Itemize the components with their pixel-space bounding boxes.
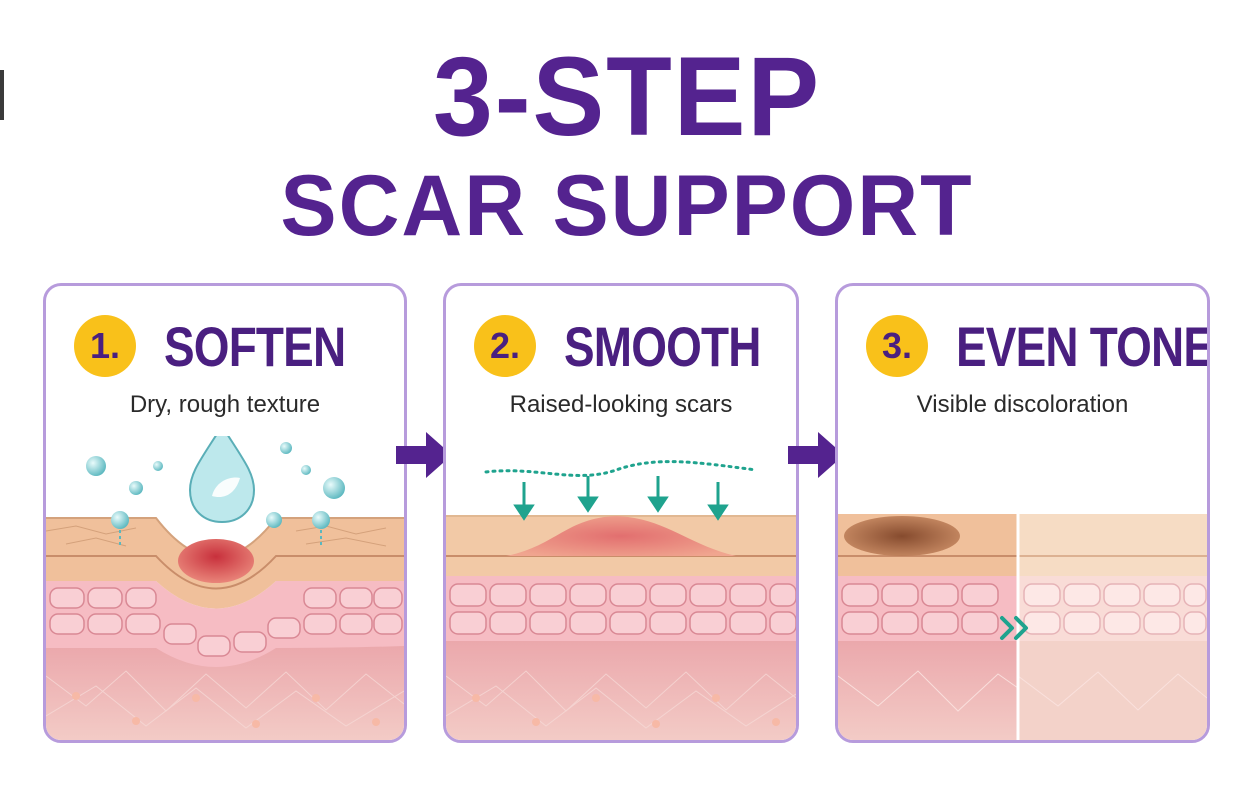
- headline-line-1: 3-STEP: [433, 34, 821, 159]
- skin-illustration-smooth: [446, 460, 796, 740]
- step-subtitle: Raised-looking scars: [509, 391, 733, 418]
- next-arrow-icon: [396, 432, 452, 478]
- headline-line-2: SCAR SUPPORT: [280, 158, 974, 254]
- step-subtitle: Dry, rough texture: [129, 391, 321, 418]
- step-card-smooth: 2. SMOOTH Raised-looking scars: [443, 283, 799, 743]
- step-card-even-tone: 3. EVEN TONE Visible discoloration: [835, 283, 1210, 743]
- step-number-badge: 2.: [474, 315, 536, 377]
- step-title: SMOOTH: [564, 314, 761, 378]
- next-arrow-icon: [788, 432, 844, 478]
- step-card-soften: 1. SOFTEN Dry, rough texture: [43, 283, 407, 743]
- skin-illustration-soften: [46, 436, 404, 740]
- edge-mark: [0, 70, 4, 120]
- skin-illustration-even-tone: [838, 514, 1207, 740]
- step-header: 1. SOFTEN: [74, 314, 394, 378]
- step-header: 2. SMOOTH: [474, 314, 786, 378]
- step-title: EVEN TONE: [956, 314, 1210, 378]
- step-subtitle: Visible discoloration: [916, 391, 1129, 418]
- step-header: 3. EVEN TONE: [866, 314, 1207, 378]
- step-title: SOFTEN: [164, 314, 346, 378]
- step-number-badge: 3.: [866, 315, 928, 377]
- step-number-badge: 1.: [74, 315, 136, 377]
